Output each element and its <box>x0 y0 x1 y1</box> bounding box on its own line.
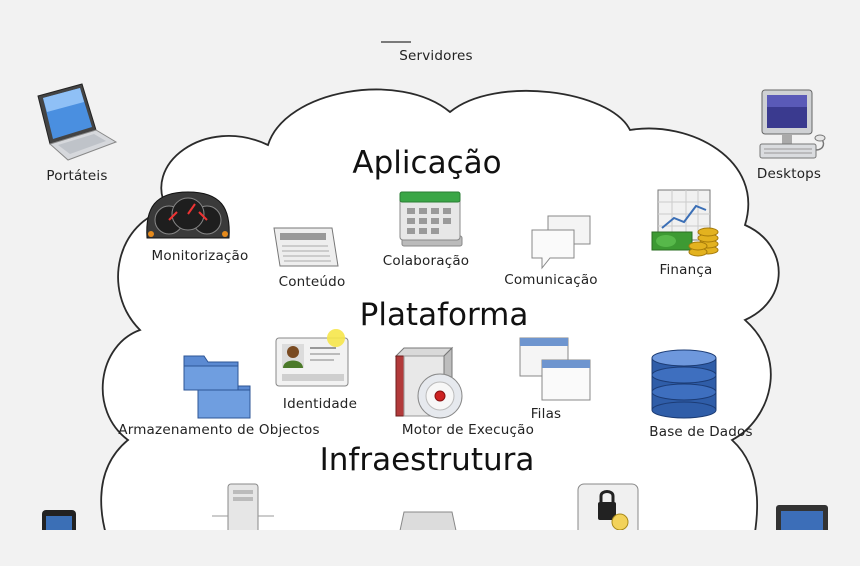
desktop-computer-icon <box>758 88 828 162</box>
finance-label: Finança <box>659 262 713 278</box>
database-label: Base de Dados <box>649 424 753 440</box>
database-icon <box>650 348 718 420</box>
folders-icon <box>180 346 252 420</box>
application-layer-title: Aplicação <box>352 145 502 181</box>
bottom-crop-band <box>0 530 860 566</box>
desktops-label: Desktops <box>756 166 822 182</box>
finance-chart-coins-icon <box>650 188 724 258</box>
communication-label: Comunicação <box>504 272 598 288</box>
laptop-icon <box>32 82 118 164</box>
id-card-icon <box>274 328 354 388</box>
execution-engine-disc-icon <box>392 346 468 420</box>
platform-layer-title: Plataforma <box>359 297 529 333</box>
queue-windows-icon <box>518 336 594 406</box>
execution-engine-label: Motor de Execução <box>401 422 535 438</box>
storage-drive-icon <box>396 510 460 530</box>
calendar-icon <box>396 190 466 250</box>
servers-label: Servidores <box>399 48 473 64</box>
object-storage-label: Armazenamento de Objectos <box>118 422 320 438</box>
chat-bubbles-icon <box>528 212 596 270</box>
cloud-shape <box>100 88 780 566</box>
collaboration-label: Colaboração <box>382 253 470 269</box>
monitoring-label: Monitorização <box>151 248 249 264</box>
dashboard-gauge-icon <box>143 188 233 244</box>
infrastructure-layer-title: Infraestrutura <box>319 442 535 478</box>
network-lock-icon <box>576 482 640 530</box>
queues-label: Filas <box>530 406 562 422</box>
identity-label: Identidade <box>282 396 358 412</box>
content-label: Conteúdo <box>278 274 346 290</box>
newspaper-icon <box>272 224 340 270</box>
laptops-label: Portáteis <box>46 168 108 184</box>
server-tower-icon <box>210 482 276 530</box>
